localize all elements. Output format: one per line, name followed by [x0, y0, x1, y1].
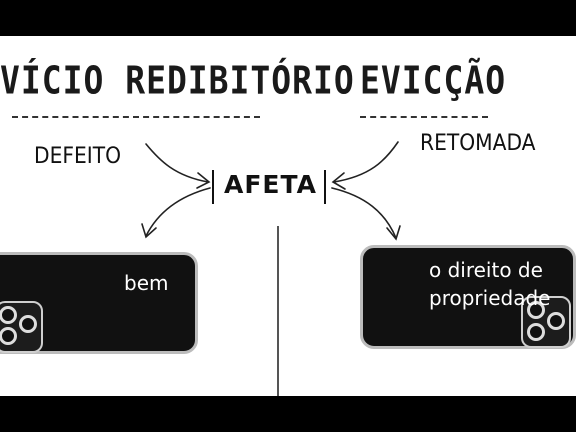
- phone-right-line2: propriedade: [429, 286, 551, 310]
- arrowhead-icon: [386, 225, 401, 241]
- curved-arrow-icon: [331, 187, 397, 239]
- title-vicio-redibitorio: VÍCIO REDIBITÓRIO: [0, 58, 355, 103]
- arrows-layer: [141, 141, 401, 241]
- curved-arrow-icon: [333, 141, 399, 183]
- whiteboard: VÍCIO REDIBITÓRIO EVICÇÃO DEFEITO RETOMA…: [0, 36, 576, 396]
- title-underline-right: [360, 116, 488, 118]
- phone-right: o direito de propriedade: [360, 245, 576, 349]
- lens-icon: [0, 306, 17, 324]
- afeta-box: AFETA: [212, 168, 326, 204]
- lens-icon: [547, 312, 565, 330]
- phone-left: bem: [0, 252, 198, 354]
- center-divider: [277, 226, 279, 396]
- letterbox-bottom: [0, 396, 576, 432]
- camera-module-icon: [521, 296, 571, 348]
- arrowhead-icon: [331, 172, 346, 190]
- curved-arrow-icon: [145, 187, 211, 237]
- lens-icon: [19, 315, 37, 333]
- phone-right-line1: o direito de: [429, 258, 543, 282]
- afeta-label: AFETA: [224, 170, 317, 199]
- arrowhead-icon: [196, 172, 211, 189]
- camera-module-icon: [0, 301, 43, 353]
- phone-left-text: bem: [124, 271, 169, 295]
- word-defeito: DEFEITO: [34, 144, 122, 169]
- lens-icon: [527, 323, 545, 341]
- phone-right-text: o direito de propriedade: [429, 256, 550, 312]
- title-eviccao: EVICÇÃO: [360, 58, 507, 103]
- title-underline-left: [12, 116, 260, 118]
- curved-arrow-icon: [145, 143, 209, 183]
- arrowhead-icon: [141, 223, 157, 239]
- lens-icon: [527, 301, 545, 319]
- lens-icon: [0, 327, 17, 345]
- afeta-left-tick: [212, 170, 214, 204]
- letterbox-top: [0, 0, 576, 36]
- word-retomada: RETOMADA: [420, 131, 536, 156]
- afeta-right-tick: [324, 170, 326, 204]
